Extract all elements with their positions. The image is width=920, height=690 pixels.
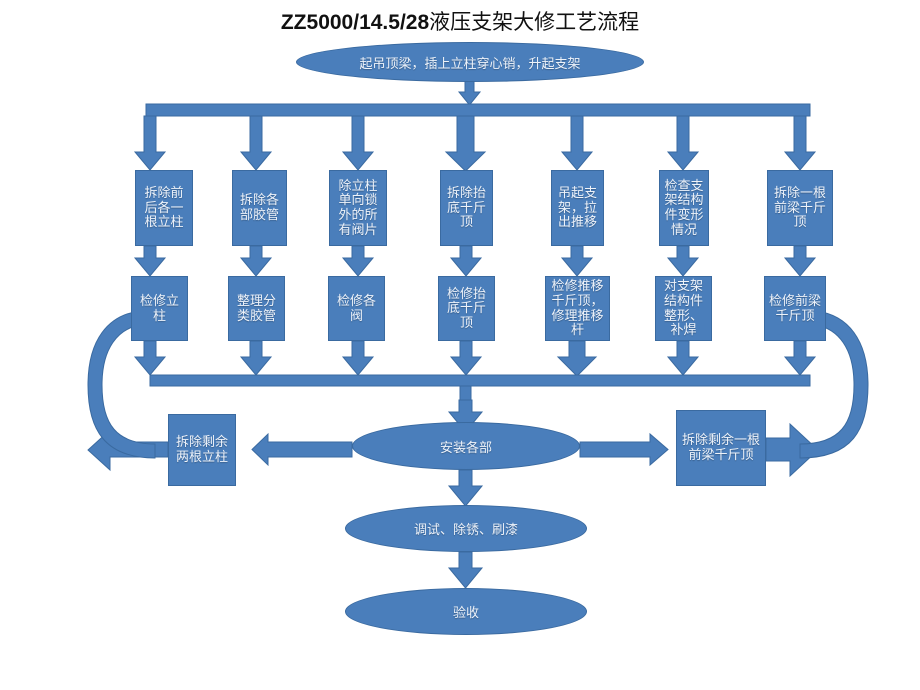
row2-node-5[interactable]: 检修推移千斤顶，修理推移杆 (545, 276, 610, 341)
row2-node-7[interactable]: 检修前梁千斤顶 (764, 276, 826, 341)
row2-node-7-label: 检修前梁千斤顶 (768, 292, 821, 323)
start-node-label: 起吊顶梁，插上立柱穿心销，升起支架 (359, 55, 581, 71)
distribution-bar (145, 103, 811, 117)
right-branch-node[interactable]: 拆除剩余一根前梁千斤顶 (676, 410, 766, 486)
accept-node[interactable]: 验收 (345, 588, 587, 635)
row2-node-3[interactable]: 检修各阀 (328, 276, 385, 341)
collection-bar (149, 374, 811, 387)
title-latin: ZZ5000/14.5/28 (280, 11, 430, 34)
row2-node-4-label: 检修抬底千斤顶 (446, 285, 486, 330)
row1-node-6-label: 检查支架结构件变形情况 (664, 177, 704, 237)
row2-node-6-label: 对支架结构件整形、补焊 (663, 278, 703, 338)
left-branch-node-label: 拆除剩余两根立柱 (175, 434, 228, 464)
finish-node-label: 调试、除锈、刷漆 (413, 522, 518, 537)
row2-to-collector-arrows (133, 340, 817, 377)
row1-node-5[interactable]: 吊起支架，拉出推移 (551, 170, 604, 246)
arrow-start-to-bar (457, 79, 482, 106)
start-node[interactable]: 起吊顶梁，插上立柱穿心销，升起支架 (296, 42, 644, 82)
right-branch-node-label: 拆除剩余一根前梁千斤顶 (681, 432, 760, 462)
left-branch-node[interactable]: 拆除剩余两根立柱 (168, 414, 236, 486)
row1-node-4[interactable]: 拆除抬底千斤顶 (440, 170, 493, 246)
arrow-assembly-to-left (251, 432, 353, 467)
assembly-node-label: 安装各部 (439, 439, 492, 455)
row2-node-1[interactable]: 检修立柱 (131, 276, 188, 341)
finish-node[interactable]: 调试、除锈、刷漆 (345, 505, 587, 552)
title-han: 液压支架大修工艺流程 (429, 10, 640, 34)
row1-node-7-label: 拆除一根前梁千斤顶 (773, 185, 826, 230)
row2-node-2-label: 整理分类胶管 (236, 292, 276, 323)
fanout-arrows (133, 115, 817, 172)
row1-node-6[interactable]: 检查支架结构件变形情况 (659, 170, 709, 246)
row1-node-1[interactable]: 拆除前后各一根立柱 (135, 170, 193, 246)
page-title: ZZ5000/14.5/28液压支架大修工艺流程 (0, 6, 920, 36)
accept-node-label: 验收 (452, 605, 479, 620)
row1-node-2[interactable]: 拆除各部胶管 (232, 170, 287, 246)
row1-node-4-label: 拆除抬底千斤顶 (446, 185, 486, 230)
row1-node-2-label: 拆除各部胶管 (239, 192, 279, 222)
row1-node-3-label: 除立柱单向锁外的所有阀片 (338, 177, 378, 237)
arrow-finish-to-accept (447, 551, 484, 589)
row1-node-7[interactable]: 拆除一根前梁千斤顶 (767, 170, 833, 246)
assembly-node[interactable]: 安装各部 (352, 422, 580, 470)
row2-node-1-label: 检修立柱 (139, 292, 179, 323)
arrow-assembly-to-right (579, 432, 669, 467)
row1-node-5-label: 吊起支架，拉出推移 (557, 185, 597, 230)
row2-node-3-label: 检修各阀 (336, 292, 376, 323)
row2-node-2[interactable]: 整理分类胶管 (228, 276, 285, 341)
row2-node-4[interactable]: 检修抬底千斤顶 (438, 276, 495, 341)
arrow-right-branch-out (765, 422, 819, 478)
collector-stub (459, 385, 472, 401)
arrow-assembly-to-finish (447, 469, 484, 507)
row2-node-5-label: 检修推移千斤顶，修理推移杆 (551, 278, 604, 338)
row1-to-row2-arrows (133, 245, 817, 277)
row1-node-1-label: 拆除前后各一根立柱 (144, 185, 184, 230)
row1-node-3[interactable]: 除立柱单向锁外的所有阀片 (329, 170, 387, 246)
row2-node-6[interactable]: 对支架结构件整形、补焊 (655, 276, 712, 341)
